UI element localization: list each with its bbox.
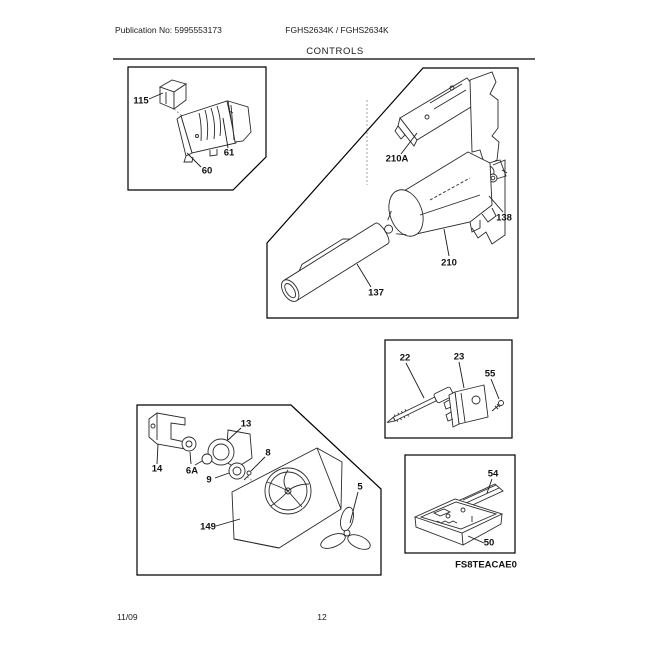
ice-assembly-drawing: [281, 71, 508, 302]
fan-leader-lines: [156, 427, 359, 527]
part-label-210A: 210A: [385, 153, 409, 165]
panel-borders: [127, 66, 519, 576]
dispenser-panel-border: [127, 66, 267, 191]
part-label-9: 9: [206, 474, 212, 486]
page-title: CONTROLS: [306, 46, 364, 57]
part-label-23: 23: [453, 351, 465, 363]
diagram-code: FS8TEACAE0: [455, 559, 517, 571]
dispenser-drawing: [158, 79, 252, 163]
fan-assembly-drawing: [148, 412, 371, 550]
part-label-61: 61: [223, 147, 235, 159]
board-leader-lines: [467, 478, 493, 544]
part-label-137: 137: [368, 287, 384, 299]
fan-panel-border: [136, 404, 382, 576]
part-label-13: 13: [240, 418, 252, 430]
ice-assembly-leader-lines: [356, 132, 504, 288]
part-label-210: 210: [441, 257, 457, 269]
part-label-138: 138: [496, 212, 512, 224]
publication-number: Publication No: 5995553173: [115, 25, 222, 35]
part-label-54: 54: [487, 468, 499, 480]
part-label-149: 149: [200, 521, 216, 533]
part-label-60: 60: [201, 165, 213, 177]
dispenser-leader-lines: [148, 92, 229, 168]
sensor-leader-lines: [405, 361, 500, 400]
part-label-8: 8: [265, 447, 271, 459]
footer-page-number: 12: [317, 612, 327, 622]
ice-assembly-panel-border: [266, 67, 519, 319]
part-label-5: 5: [357, 481, 363, 493]
model-numbers: FGHS2634K / FGHS2634K: [285, 25, 389, 35]
footer-date: 11/09: [117, 612, 138, 622]
sensor-panel-border: [384, 339, 513, 439]
part-label-22: 22: [399, 352, 411, 364]
board-panel-border: [404, 454, 516, 554]
part-label-14: 14: [151, 463, 163, 475]
board-tray-drawing: [413, 483, 504, 546]
part-label-50: 50: [483, 537, 495, 549]
part-label-115: 115: [133, 95, 149, 107]
part-label-6A: 6A: [185, 465, 199, 477]
sensor-drawing: [386, 384, 504, 428]
part-label-55: 55: [484, 368, 496, 380]
